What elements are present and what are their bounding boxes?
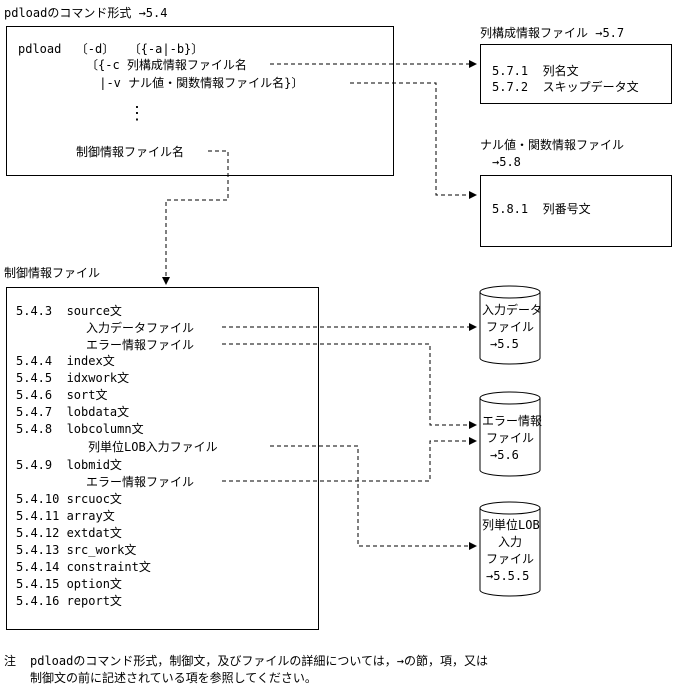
control-subitem: エラー情報ファイル (86, 338, 195, 352)
control-section-box (6, 287, 319, 630)
arrow-lob-input (270, 445, 477, 550)
control-item: 5.4.10 srcuoc文 (16, 492, 122, 506)
control-item: 5.4.4 index文 (16, 354, 115, 368)
control-item: 5.4.15 option文 (16, 577, 122, 591)
control-item: 5.4.13 src_work文 (16, 543, 137, 557)
null-func-box (480, 175, 672, 247)
cylinder-1-line-3: →5.5 (490, 337, 519, 351)
cylinder-3-line-3: ファイル (486, 552, 535, 566)
command-line-2: 〔{-c 列構成情報ファイル名 (86, 58, 247, 72)
cylinder-error-info-top (479, 391, 541, 405)
control-item: 5.4.3 source文 (16, 304, 122, 318)
control-item: 5.4.7 lobdata文 (16, 405, 130, 419)
control-item: 5.4.8 lobcolumn文 (16, 422, 144, 436)
column-config-box (480, 44, 672, 104)
cylinder-1-line-1: 入力データ (482, 303, 543, 317)
control-subitem: 入力データファイル (86, 321, 195, 335)
note-line-1: pdloadのコマンド形式，制御文，及びファイルの詳細については，→の節，項，又… (30, 654, 488, 668)
arrow-error-source (222, 343, 477, 429)
cylinder-input-data-top (479, 285, 541, 299)
cylinder-2-line-2: ファイル (486, 431, 535, 445)
cylinder-1-line-2: ファイル (486, 320, 535, 334)
control-subitem: エラー情報ファイル (86, 475, 195, 489)
column-config-item-2: 5.7.2 スキップデータ文 (492, 80, 639, 94)
note-line-2: 制御文の前に記述されている項を参照してください。 (30, 671, 317, 685)
null-func-title-2: →5.8 (492, 155, 521, 169)
cylinder-input-data (479, 292, 541, 365)
command-line-3: |-v ナル値・関数情報ファイル名}〕 (92, 76, 304, 90)
column-config-item-1: 5.7.1 列名文 (492, 64, 579, 78)
ellipsis-dots: ⋮ (128, 103, 146, 124)
command-box (6, 26, 394, 176)
command-title: pdloadのコマンド形式 →5.4 (4, 6, 168, 20)
control-item: 5.4.16 report文 (16, 594, 122, 608)
control-item: 5.4.9 lobmid文 (16, 458, 122, 472)
control-item: 5.4.6 sort文 (16, 388, 108, 402)
arrow-null-func (350, 82, 477, 199)
control-item: 5.4.12 extdat文 (16, 526, 122, 540)
null-func-title-1: ナル値・関数情報ファイル (480, 138, 625, 152)
column-config-title: 列構成情報ファイル →5.7 (480, 26, 625, 40)
control-item: 5.4.11 array文 (16, 509, 115, 523)
cylinder-lob-input (479, 508, 541, 597)
command-line-1: pdload 〔-d〕 〔{-a|-b}〕 (18, 42, 204, 56)
control-file-name: 制御情報ファイル名 (76, 145, 185, 159)
control-item: 5.4.5 idxwork文 (16, 371, 130, 385)
cylinder-3-line-4: →5.5.5 (486, 569, 530, 583)
arrow-error-lobmid (222, 437, 477, 482)
cylinder-3-line-2: 入力 (498, 535, 523, 549)
control-item: 5.4.14 constraint文 (16, 560, 151, 574)
null-func-item-1: 5.8.1 列番号文 (492, 202, 591, 216)
cylinder-3-line-1: 列単位LOB (482, 518, 540, 532)
cylinder-error-info (479, 398, 541, 477)
cylinder-2-line-1: エラー情報 (482, 414, 543, 428)
cylinder-2-line-3: →5.6 (490, 448, 519, 462)
note-label: 注 (4, 654, 17, 668)
cylinder-lob-input-top (479, 501, 541, 515)
control-subitem: 列単位LOB入力ファイル (88, 440, 218, 454)
arrow-control-file (162, 150, 229, 285)
control-section-title: 制御情報ファイル (4, 266, 101, 280)
